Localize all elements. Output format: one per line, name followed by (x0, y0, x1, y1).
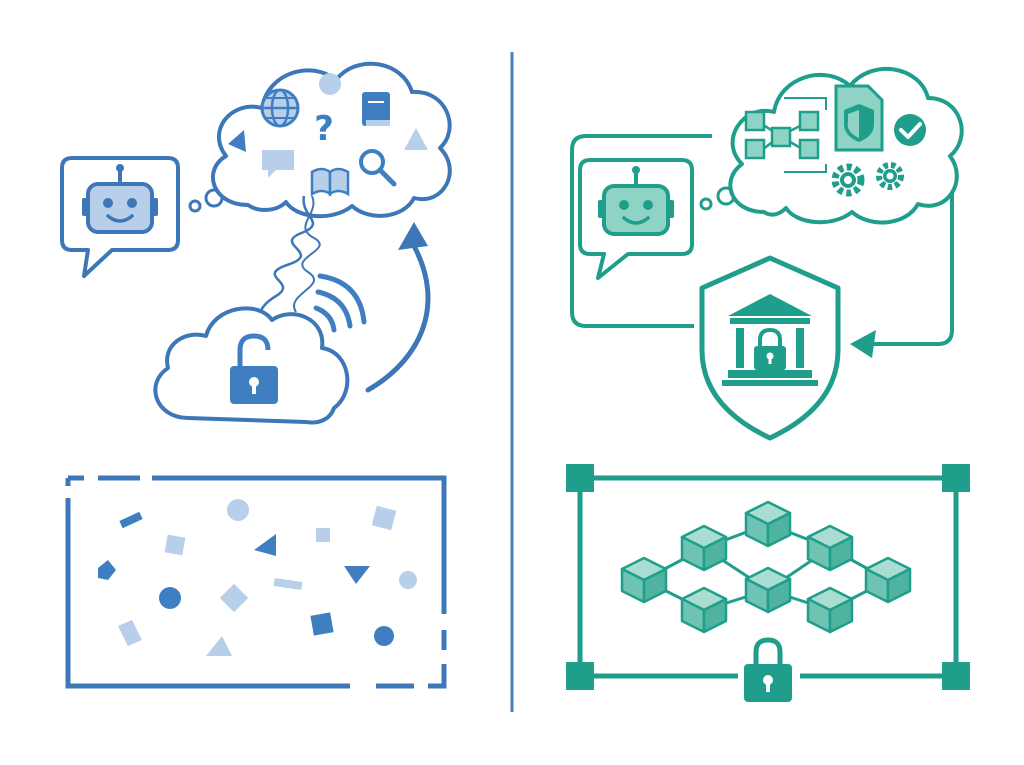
triangle-shape (228, 130, 246, 152)
cube-icon (864, 556, 912, 604)
connector-loop (570, 134, 954, 346)
gear-icon (831, 163, 865, 197)
locked-padlock-icon (744, 637, 792, 702)
robot-icon (598, 166, 674, 236)
arrow-icon (850, 330, 876, 358)
cube-icon (744, 566, 792, 614)
thought-dot (188, 199, 202, 213)
wireless-signal-icon (313, 273, 367, 333)
locked-padlock-icon (754, 327, 786, 370)
secure-frame (566, 464, 970, 690)
bank-icon (722, 294, 818, 386)
cube-icon (680, 586, 728, 634)
question-mark-icon: ? (314, 109, 334, 149)
thought-dot (699, 197, 713, 211)
bubble-dot (319, 73, 341, 95)
curved-arrow-icon (365, 222, 431, 393)
scattered-shapes (98, 499, 417, 656)
cube-icon (680, 524, 728, 572)
cube-icon (806, 524, 854, 572)
robot-icon (82, 164, 158, 234)
gear-icon (876, 162, 904, 190)
cube-icon (744, 500, 792, 548)
cube-network (620, 500, 912, 634)
magnifier-icon (359, 149, 397, 187)
chat-icon (262, 150, 294, 178)
cube-icon (620, 556, 668, 604)
unlocked-padlock-icon (230, 333, 278, 404)
cloud-icon (153, 306, 350, 425)
cube-icon (806, 586, 854, 634)
book-icon (362, 92, 390, 126)
checkmark-icon (894, 114, 926, 146)
network-cubes-icon (744, 97, 827, 173)
triangle-shape (404, 128, 428, 150)
right-panel (566, 67, 970, 702)
shield-document-icon (834, 84, 884, 152)
tangled-wire (258, 195, 315, 331)
tangled-wire (293, 195, 321, 313)
left-panel: ? (60, 61, 452, 689)
broken-frame (65, 475, 447, 689)
open-book-icon (310, 167, 350, 197)
globe-icon (260, 88, 300, 128)
